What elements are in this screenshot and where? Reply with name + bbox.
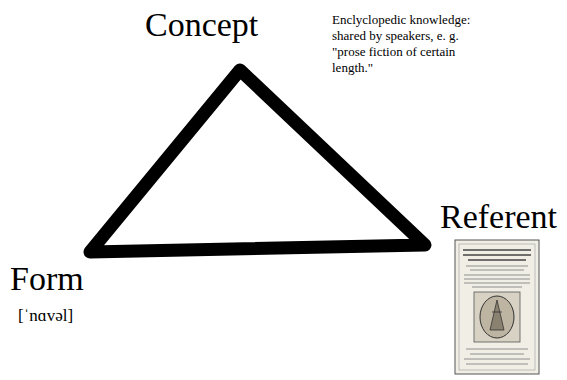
referent-label: Referent	[440, 200, 557, 234]
semiotic-triangle	[90, 70, 425, 252]
phonetic-transcription: [ˈnɑvəl]	[18, 306, 73, 326]
form-label: Form	[10, 262, 84, 296]
book-title-page	[455, 240, 539, 374]
concept-label: Concept	[145, 8, 258, 42]
annotation-note: Enclyclopedic knowledge: shared by speak…	[332, 12, 472, 76]
